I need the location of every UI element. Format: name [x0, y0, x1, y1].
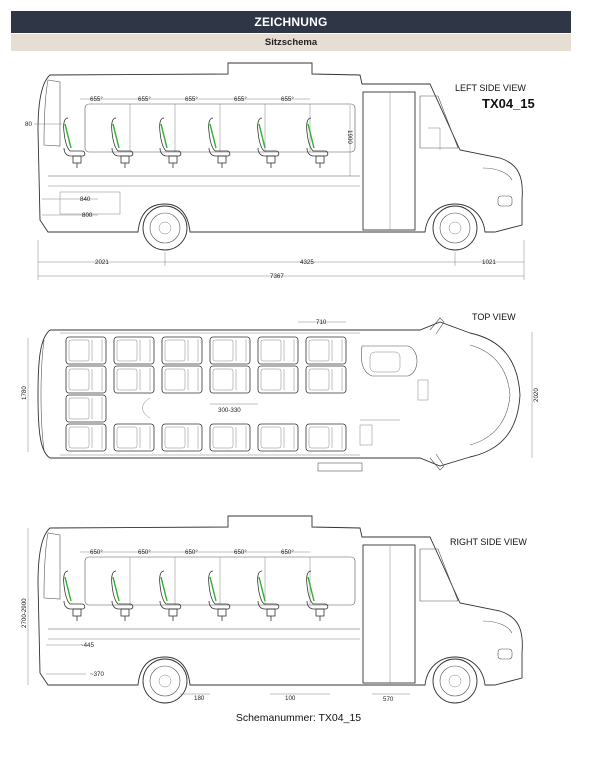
left-pitch-1: 655°: [90, 96, 103, 103]
left-dim-840: 840: [80, 196, 91, 203]
right-dim-570: 570: [383, 696, 394, 703]
schema-number: Schemanummer: TX04_15: [235, 712, 362, 724]
left-pitch-4: 655°: [234, 96, 247, 103]
top-dim-aisle: 300-330: [218, 407, 241, 414]
top-view: 300-330 710 1780 2020 TOP VIEW: [21, 312, 540, 472]
right-dim-180: 180: [194, 695, 205, 702]
top-dim-1780: 1780: [21, 386, 28, 400]
right-dim-370: ~370: [90, 671, 104, 678]
top-dim-710: 710: [316, 319, 327, 326]
right-pitch-4: 650°: [234, 549, 247, 556]
left-dim-1900: 1900: [346, 130, 353, 144]
right-dim-height: 2700-2900: [21, 598, 28, 628]
top-view-label: TOP VIEW: [472, 312, 516, 322]
left-dim-4325: 4325: [300, 259, 314, 266]
header-title: ZEICHNUNG: [11, 11, 571, 33]
right-pitch-3: 650°: [185, 549, 198, 556]
left-pitch-5: 655°: [281, 96, 294, 103]
left-dim-7367: 7367: [270, 273, 284, 280]
right-pitch-1: 650°: [90, 549, 103, 556]
right-view-label: RIGHT SIDE VIEW: [450, 537, 527, 547]
model-code: TX04_15: [482, 96, 535, 111]
left-view-label: LEFT SIDE VIEW: [455, 83, 526, 93]
top-dim-2020: 2020: [533, 388, 540, 402]
right-pitch-5: 650°: [281, 549, 294, 556]
right-dim-100: 100: [285, 695, 296, 702]
right-side-view: 650° 650° 650° 650° 650° 2700-2900 ~445 …: [21, 515, 527, 704]
header-subtitle: Sitzschema: [11, 34, 571, 51]
left-pitch-2: 655°: [138, 96, 151, 103]
left-side-view: 655° 655° 655° 655° 655° 1900 80 840 800…: [25, 62, 535, 280]
left-dim-80: 80: [25, 121, 32, 128]
left-pitch-3: 655°: [185, 96, 198, 103]
left-dim-1021: 1021: [482, 259, 496, 266]
left-dim-2021: 2021: [95, 259, 109, 266]
left-dim-800: 800: [82, 212, 93, 219]
right-dim-445: ~445: [80, 642, 94, 649]
right-pitch-2: 650°: [138, 549, 151, 556]
